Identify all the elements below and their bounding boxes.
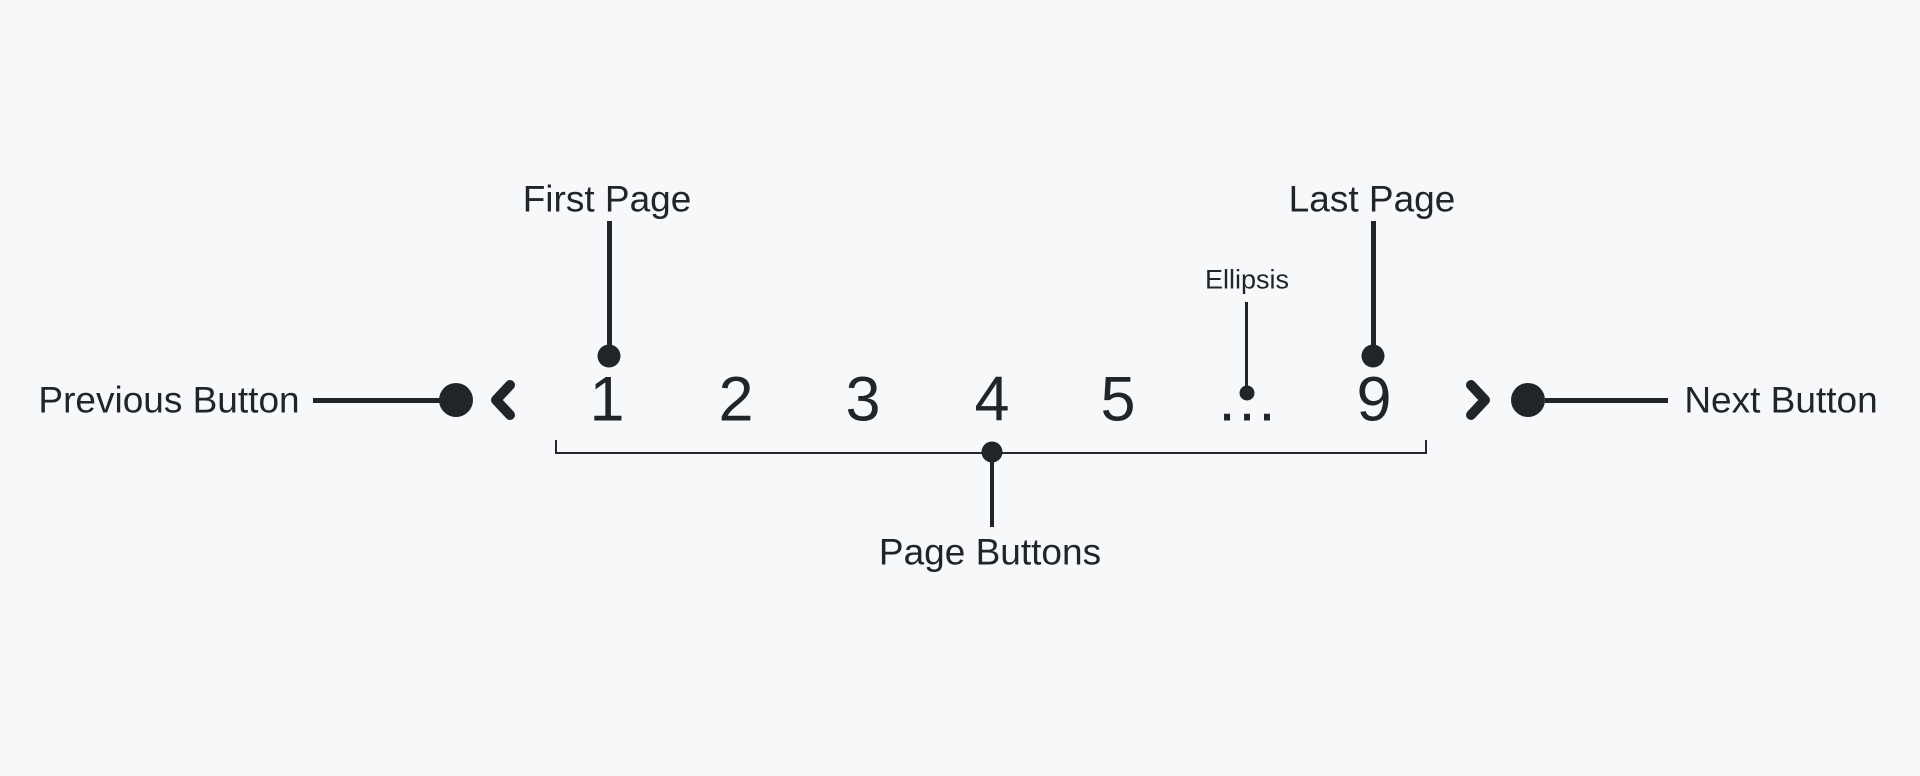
next-leader-line xyxy=(1545,398,1668,403)
ellipsis-leader-dot xyxy=(1239,385,1255,401)
page-button-4[interactable]: 4 xyxy=(974,364,1010,435)
page-button-2[interactable]: 2 xyxy=(718,364,754,435)
ellipsis-leader-line xyxy=(1245,302,1248,386)
page-buttons-leader-dot xyxy=(981,441,1003,463)
next-button-label: Next Button xyxy=(1684,379,1878,421)
page-buttons-label: Page Buttons xyxy=(878,531,1102,573)
last-page-leader-line xyxy=(1371,221,1376,348)
page-buttons-bracket-right-tick xyxy=(1425,440,1427,453)
page-button-1[interactable]: 1 xyxy=(589,364,625,435)
page-button-5[interactable]: 5 xyxy=(1100,364,1136,435)
page-button-9[interactable]: 9 xyxy=(1356,364,1392,435)
page-button-3[interactable]: 3 xyxy=(845,364,881,435)
page-buttons-leader-line xyxy=(990,455,994,527)
previous-leader-line xyxy=(313,398,443,403)
first-page-leader-dot xyxy=(597,344,621,368)
ellipsis-label: Ellipsis xyxy=(1204,264,1290,295)
previous-button-label: Previous Button xyxy=(38,379,300,421)
chevron-left-icon[interactable] xyxy=(483,374,523,426)
previous-leader-dot xyxy=(439,383,473,417)
first-page-leader-line xyxy=(607,221,612,348)
next-leader-dot xyxy=(1511,383,1545,417)
last-page-label: Last Page xyxy=(1288,178,1456,220)
first-page-label: First Page xyxy=(522,178,692,220)
page-buttons-bracket-left-tick xyxy=(555,440,557,453)
chevron-right-icon[interactable] xyxy=(1458,374,1498,426)
last-page-leader-dot xyxy=(1361,344,1385,368)
